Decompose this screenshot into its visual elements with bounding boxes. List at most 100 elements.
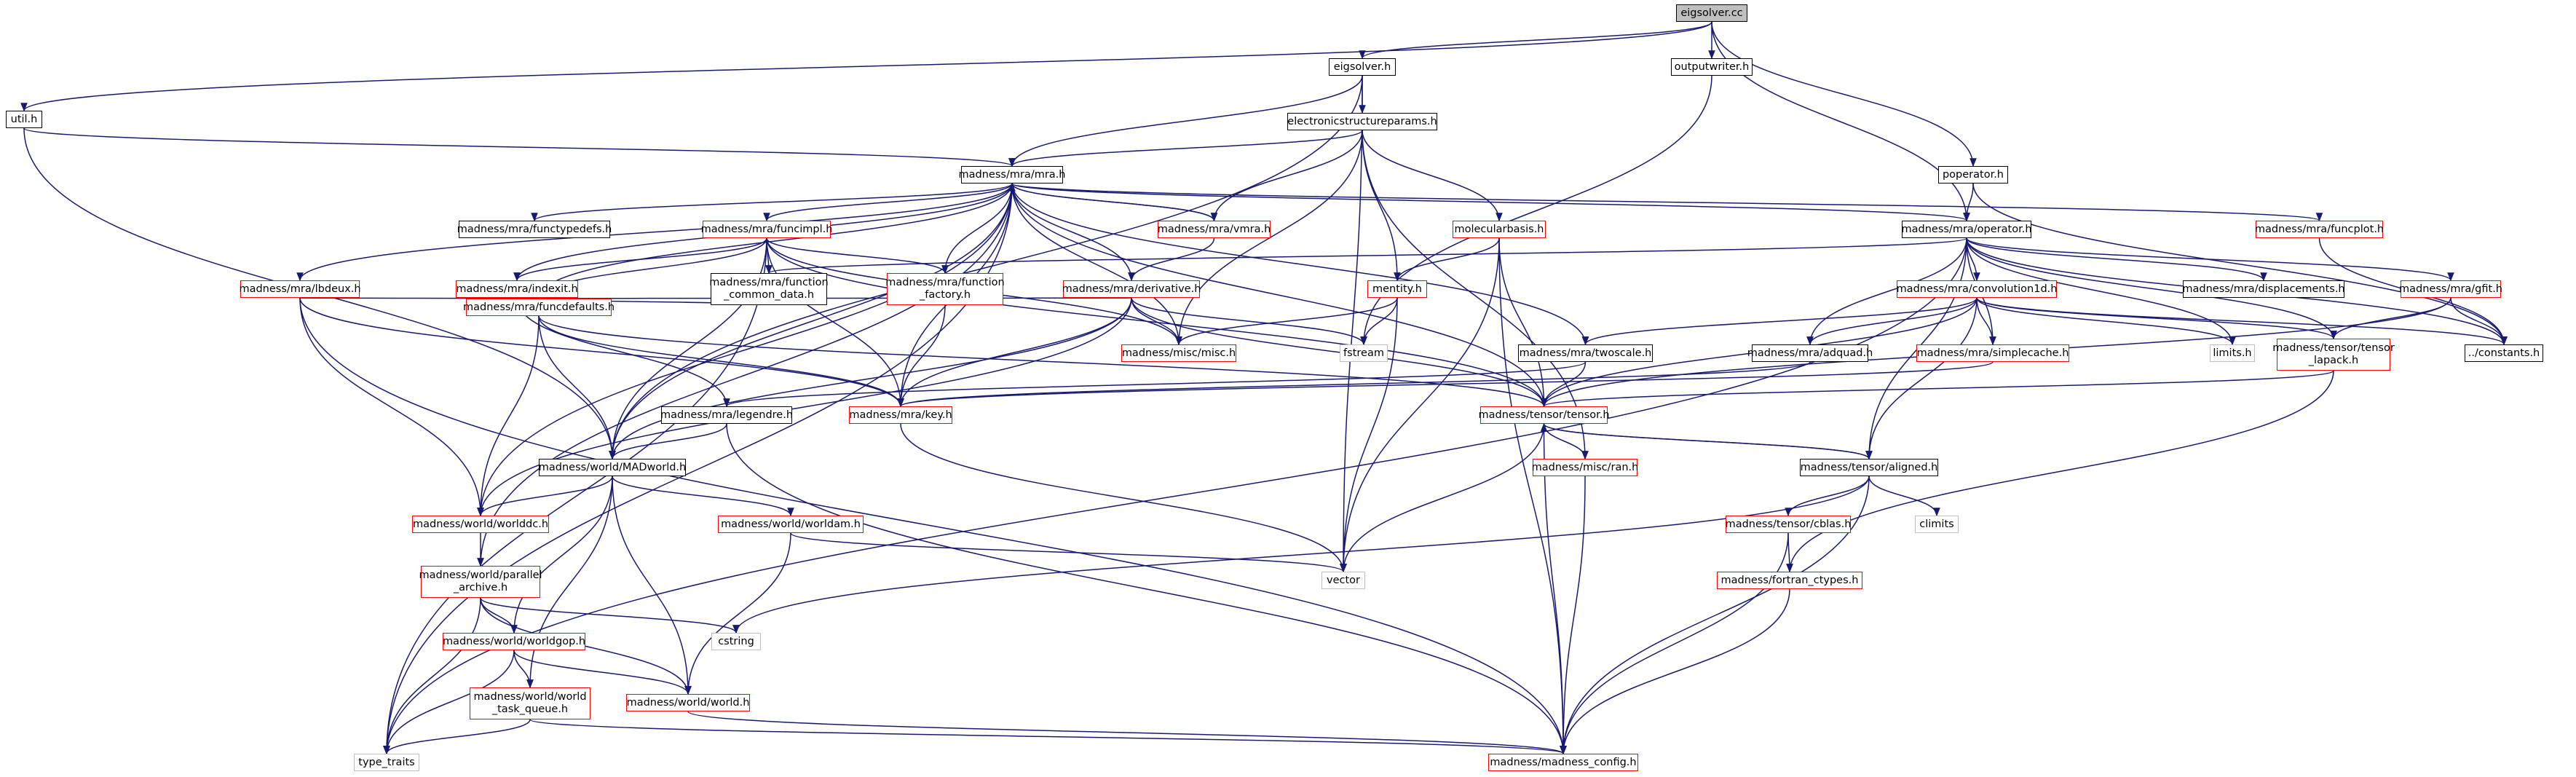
edge-madworld-to-worlddc [477,476,613,517]
node-gfit-h[interactable]: madness/mra/gfit.h [2399,280,2502,298]
node-twoscale-h[interactable]: madness/mra/twoscale.h [1518,344,1653,362]
node-climits[interactable]: climits [1915,516,1959,533]
node-worlddc-h[interactable]: madness/world/worlddc.h [412,516,549,533]
node-eigsolver-h[interactable]: eigsolver.h [1329,58,1396,76]
edge-mra_h-to-type_traits [383,183,1013,755]
edge-adquad-to-key_h [897,361,1811,408]
node-ran-h[interactable]: madness/misc/ran.h [1532,459,1638,476]
edge-madworld-to-world_task_queue [526,476,613,689]
edge-mentity-to-misc_h [1175,297,1398,346]
node-worldgop-h[interactable]: madness/world/worldgop.h [443,633,585,650]
node-vmra-h[interactable]: madness/mra/vmra.h [1158,221,1271,238]
edge-legendre-to-madworld [609,423,727,460]
edge-aligned-to-climits [1868,476,1940,517]
node-tensor-lapack-h[interactable]: madness/tensor/tensor _lapack.h [2272,339,2395,371]
node-type-traits[interactable]: type_traits [354,754,419,771]
edge-mentity-to-fstream [1360,297,1398,346]
node-cblas-h[interactable]: madness/tensor/cblas.h [1726,516,1851,533]
edge-cblas-to-madness_config [1560,532,1789,755]
edge-funcdefaults-to-worlddc [477,315,540,517]
edge-ecs_params-to-misc_h [1175,130,1363,346]
node-limits-h[interactable]: limits.h [2210,344,2255,362]
edge-eigsolver_cc-to-poperator_h [1711,21,1977,167]
node-function-factory-h[interactable]: madness/mra/function _factory.h [885,273,1005,305]
edge-funcdefaults-to-tensor_h [538,315,1548,408]
edge-funcimpl-to-indexit [513,237,767,282]
node-worldam-h[interactable]: madness/world/worldam.h [718,516,864,533]
edge-eigsolver_h-to-madworld [609,75,1363,460]
edge-convolution1d-to-twoscale [1581,297,1978,346]
edge-tensor_h-to-vector [1340,423,1545,573]
node-legendre-h[interactable]: madness/mra/legendre.h [660,406,793,424]
edge-operator_h-to-displacements [1966,237,2267,282]
edge-operator_h-to-tensor_lapack [1966,237,2337,340]
edge-poperator_h-to-operator_h [1963,183,1974,222]
edge-aligned-to-madness_config [1560,476,1870,755]
edge-twoscale-to-tensor_h [1540,361,1587,408]
node-adquad-h[interactable]: madness/mra/adquad.h [1747,344,1873,362]
edge-mra_h-to-derivative [1011,183,1135,282]
node-eigsolver-cc[interactable]: eigsolver.cc [1676,4,1747,22]
node-constants-h[interactable]: ../constants.h [2465,344,2543,362]
edge-molecularbasis-to-vector [1340,237,1500,573]
edge-mra_h-to-funcplot [1011,183,2323,222]
edge-madworld-to-worldam [612,476,794,517]
node-misc-h[interactable]: madness/misc/misc.h [1121,344,1236,362]
node-outputwriter-h[interactable]: outputwriter.h [1671,58,1753,76]
edge-parallel_archive-to-cstring [480,597,740,634]
edge-mra_h-to-functypedefs [531,183,1013,222]
edge-tensor_lapack-to-fortran_ctypes [1786,370,2334,573]
node-fortran-ctypes-h[interactable]: madness/fortran_ctypes.h [1717,572,1862,589]
edge-parallel_archive-to-worldgop [480,597,518,634]
edge-operator_h-to-gfit [1966,237,2454,282]
edge-mra_h-to-lbdeux [296,183,1013,282]
node-tensor-h[interactable]: madness/tensor/tensor.h [1478,406,1610,424]
node-funcplot-h[interactable]: madness/mra/funcplot.h [2255,221,2384,238]
edge-derivative-to-worlddc [477,297,1132,517]
node-fstream[interactable]: fstream [1340,344,1388,362]
edge-worldgop-to-world_task_queue [513,650,534,689]
edge-fortran_ctypes-to-madness_config [1560,588,1790,755]
edge-tensor_h-to-madness_config [1543,423,1567,755]
node-mra-h[interactable]: madness/mra/mra.h [959,166,1065,184]
edge-worldam-to-world_h [684,532,791,695]
node-key-h[interactable]: madness/mra/key.h [849,406,952,424]
node-displacements-h[interactable]: madness/mra/displacements.h [2182,280,2345,298]
node-parallel-archive-h[interactable]: madness/world/parallel _archive.h [419,566,542,598]
edge-twoscale-to-legendre [723,361,1587,408]
edge-operator_h-to-adquad [1806,237,1967,346]
edge-molecularbasis-to-madness_config [1498,237,1567,755]
edge-convolution1d-to-constants [1976,297,2508,346]
node-molecularbasis-h[interactable]: molecularbasis.h [1453,221,1546,238]
node-convolution1d-h[interactable]: madness/mra/convolution1d.h [1897,280,2057,298]
node-world-task-queue-h[interactable]: madness/world/world _task_queue.h [470,687,590,719]
edge-operator_h-to-type_traits [383,237,1967,755]
node-lbdeux-h[interactable]: madness/mra/lbdeux.h [239,280,361,298]
node-cstring[interactable]: cstring [711,633,761,650]
node-electronicstructureparams-h[interactable]: electronicstructureparams.h [1287,113,1437,130]
edge-aligned-to-cblas [1785,476,1870,517]
node-madness-config-h[interactable]: madness/madness_config.h [1488,754,1638,771]
edge-vmra-to-mra_h [1008,182,1215,221]
node-simplecache-h[interactable]: madness/mra/simplecache.h [1916,344,2069,362]
node-operator-h[interactable]: madness/mra/operator.h [1902,221,2032,238]
node-funcimpl-h[interactable]: madness/mra/funcimpl.h [701,221,832,238]
edge-mra_h-to-funcimpl [763,183,1013,222]
node-derivative-h[interactable]: madness/mra/derivative.h [1062,280,1201,298]
edge-madworld-to-worldgop [510,476,613,634]
node-indexit-h[interactable]: madness/mra/indexit.h [456,280,578,298]
node-util-h[interactable]: util.h [6,111,42,128]
node-aligned-h[interactable]: madness/tensor/aligned.h [1800,459,1938,476]
node-function-common-data-h[interactable]: madness/mra/function _common_data.h [709,273,829,305]
edge-funcdefaults-to-key_h [538,315,904,408]
node-madworld-h[interactable]: madness/world/MADworld.h [539,459,686,476]
node-mentity-h[interactable]: mentity.h [1367,280,1427,298]
node-funcdefaults-h[interactable]: madness/mra/funcdefaults.h [463,299,615,316]
node-functypedefs-h[interactable]: madness/mra/functypedefs.h [457,221,612,238]
node-poperator-h[interactable]: poperator.h [1938,166,2008,184]
node-vector[interactable]: vector [1321,572,1365,589]
edge-mra_h-to-madworld [609,183,1013,460]
edge-eigsolver_cc-to-operator_h [1711,21,1970,222]
node-world-h[interactable]: madness/world/world.h [626,694,750,711]
edge-ran_h-to-madness_config [1560,476,1586,755]
